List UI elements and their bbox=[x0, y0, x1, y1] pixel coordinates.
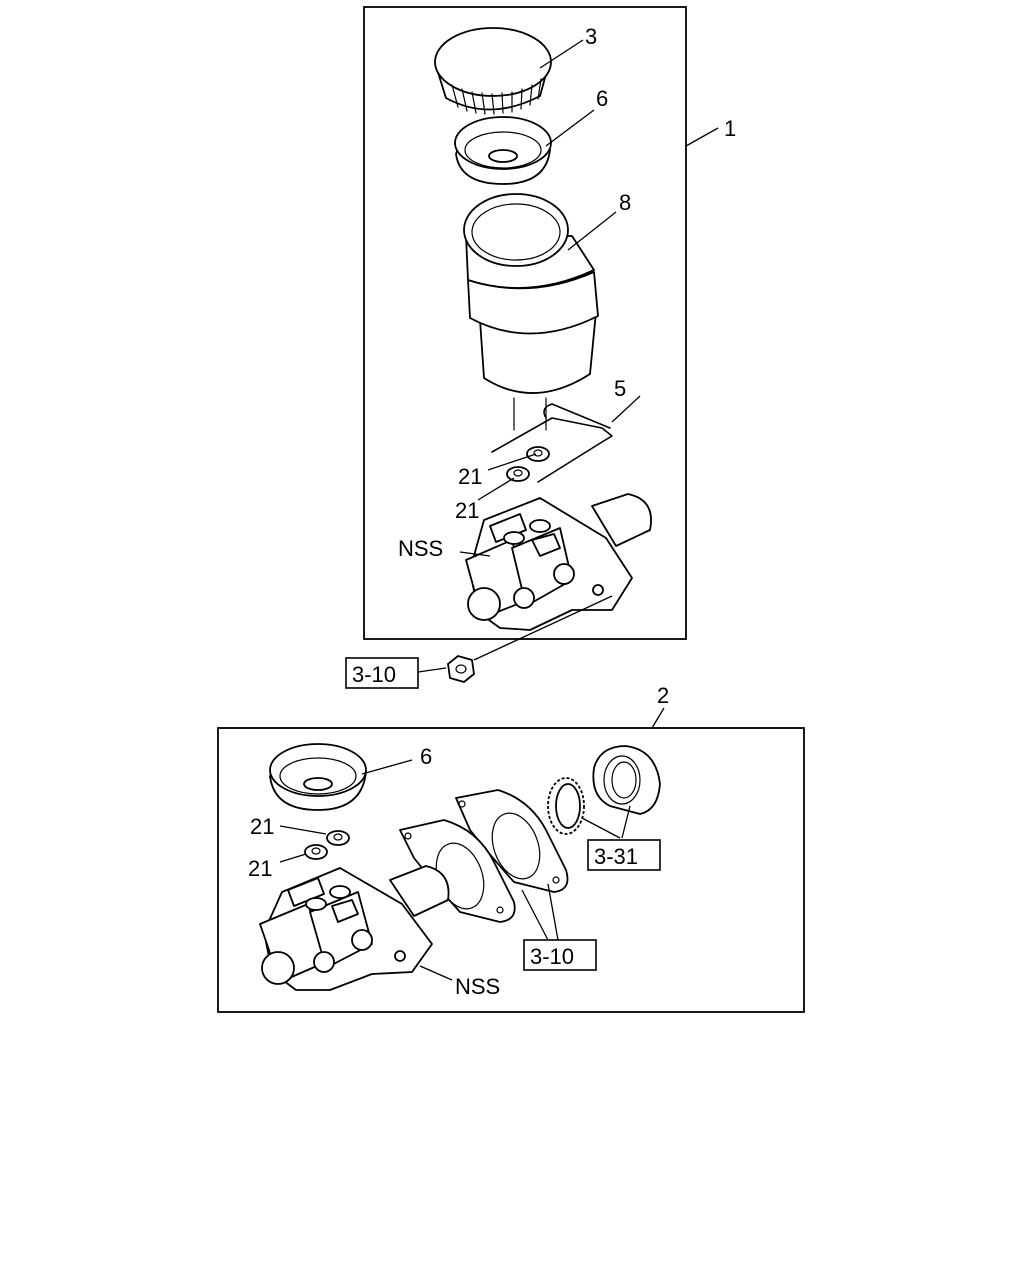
callout-21-a: 21 bbox=[458, 464, 482, 489]
ref-label-3-10-lower: 3-10 bbox=[530, 944, 574, 969]
nut-part bbox=[447, 655, 475, 683]
grommet-part-d bbox=[304, 844, 328, 860]
master-cylinder-body-part-upper bbox=[465, 493, 652, 631]
callout-3: 3 bbox=[585, 24, 597, 49]
callout-2: 2 bbox=[657, 683, 669, 708]
callout-nss-lower: NSS bbox=[455, 974, 500, 999]
diaphragm-part-upper bbox=[454, 116, 552, 185]
toothed-retainer-part bbox=[547, 777, 585, 835]
master-cylinder-body-part-lower bbox=[259, 865, 450, 991]
ref-label-3-31: 3-31 bbox=[594, 844, 638, 869]
grommet-part-c bbox=[326, 830, 350, 846]
diaphragm-part-lower bbox=[269, 743, 367, 811]
assembly-1-frame bbox=[363, 6, 687, 640]
callout-1: 1 bbox=[724, 116, 736, 141]
reservoir-body-part bbox=[463, 193, 599, 394]
grommet-part-a bbox=[526, 446, 550, 462]
grommet-part-b bbox=[506, 466, 530, 482]
callout-nss-upper: NSS bbox=[398, 536, 443, 561]
retaining-pin-part bbox=[491, 403, 613, 483]
assembly-2-frame bbox=[217, 727, 805, 1013]
callout-6-upper: 6 bbox=[596, 86, 608, 111]
callout-21-d: 21 bbox=[248, 856, 272, 881]
seal-ring-part bbox=[592, 745, 661, 815]
ref-label-3-10-upper: 3-10 bbox=[352, 662, 396, 687]
callout-21-c: 21 bbox=[250, 814, 274, 839]
ref-box-3-10-lower[interactable]: 3-10 bbox=[523, 939, 597, 971]
callout-21-b: 21 bbox=[455, 498, 479, 523]
callout-5: 5 bbox=[614, 376, 626, 401]
reservoir-cap-part bbox=[434, 27, 552, 115]
ref-box-3-10-upper[interactable]: 3-10 bbox=[345, 657, 419, 689]
ref-box-3-31[interactable]: 3-31 bbox=[587, 839, 661, 871]
callout-6-lower: 6 bbox=[420, 744, 432, 769]
callout-8: 8 bbox=[619, 190, 631, 215]
